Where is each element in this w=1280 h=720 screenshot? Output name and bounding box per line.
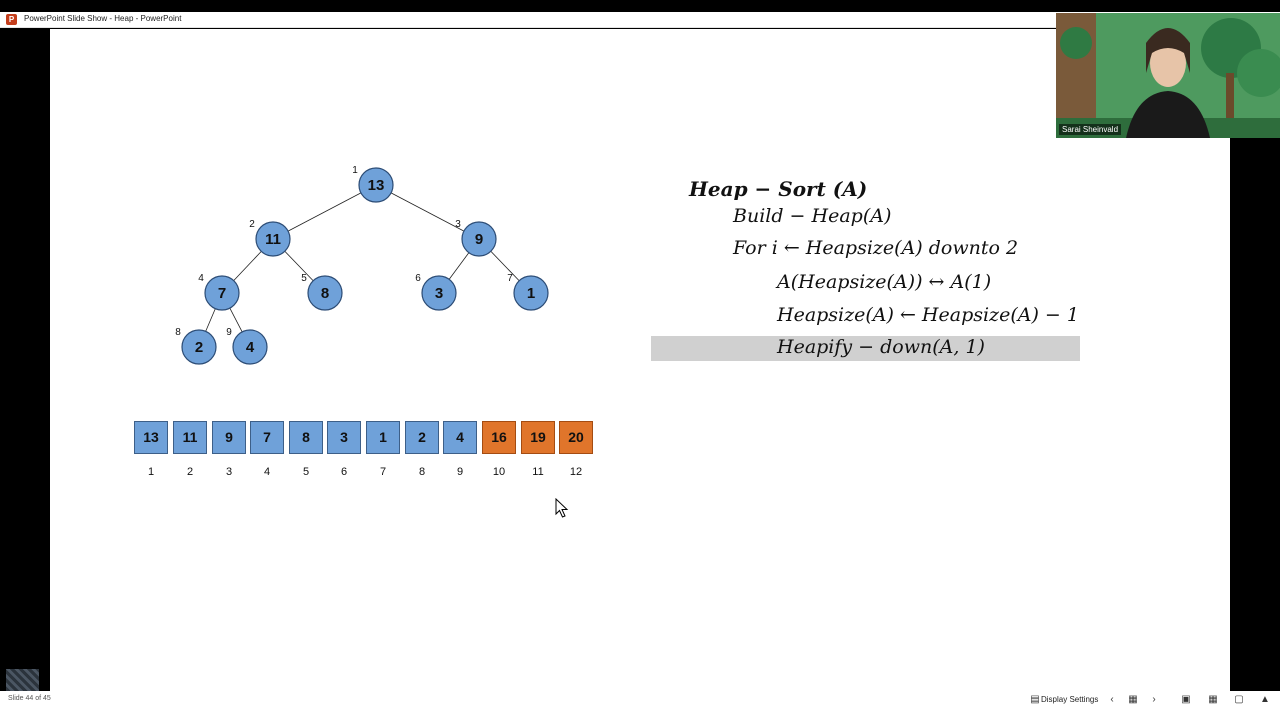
tree-node [181,329,217,365]
array-cell: 7 [250,421,284,454]
tree-edge [287,192,362,232]
tree-node-index: 3 [455,219,461,230]
array-index: 9 [456,466,464,478]
webcam-video: Sarai Sheinvald [1056,13,1280,138]
array-cell: 13 [134,421,168,454]
tree-node-index: 1 [352,165,358,176]
array-index: 10 [492,466,506,478]
tree-node [513,275,549,311]
previous-slide-icon[interactable]: ‹ [1110,694,1114,705]
array-index: 3 [225,466,233,478]
reading-view-icon[interactable]: ▢ [1234,694,1244,705]
normal-view-icon[interactable]: ▣ [1181,694,1191,705]
next-slide-icon[interactable]: › [1152,694,1156,705]
tree-node-value: 4 [246,339,255,356]
tree-edge [229,307,243,333]
array-cell: 1 [366,421,400,454]
array-index: 8 [418,466,426,478]
array-cell: 11 [173,421,207,454]
tree-node-value: 9 [475,231,483,248]
tree-node [358,167,394,203]
slide-sorter-icon[interactable]: ▦ [1128,694,1138,705]
array-index: 11 [532,466,544,478]
tree-edge [284,250,314,282]
powerpoint-icon: P [6,14,17,25]
tree-node [421,275,457,311]
array-index: 6 [340,466,348,478]
tree-node-index: 2 [249,219,255,230]
webcam-background [1056,13,1280,138]
current-line-highlight [651,336,1080,361]
tree-node [232,329,268,365]
array-cell: 2 [405,421,439,454]
tree-node-value: 7 [218,285,226,302]
slide-counter: Slide 44 of 45 [8,695,51,702]
tree-node-index: 7 [507,273,513,284]
slideshow-icon[interactable]: ▲ [1260,694,1270,705]
tree-node-index: 4 [198,273,204,284]
tree-node [461,221,497,257]
window-title: PowerPoint Slide Show - Heap - PowerPoin… [24,14,182,23]
tree-node-index: 6 [415,273,421,284]
array-cell-sorted: 20 [559,421,593,454]
display-settings-button[interactable]: Display Settings [1041,695,1099,704]
array-index: 4 [263,466,271,478]
tree-node-index: 9 [226,327,232,338]
algorithm-line: Heapsize(A) ← Heapsize(A) − 1 [777,304,1079,326]
algorithm-title: Heap − Sort (A) [689,177,868,201]
tree-edge [233,251,262,281]
algorithm-line: Heapify − down(A, 1) [777,336,985,358]
array-index: 1 [147,466,155,478]
participant-name: Sarai Sheinvald [1059,124,1122,135]
array-index: 5 [302,466,310,478]
grid-view-icon[interactable]: ▦ [1208,694,1218,705]
tree-node-index: 5 [301,273,307,284]
tree-edges [205,192,520,333]
array-cell-sorted: 19 [521,421,555,454]
array-cell: 3 [327,421,361,454]
tree-node-value: 1 [527,285,535,302]
array-cell: 8 [289,421,323,454]
tree-node-value: 3 [435,285,443,302]
array-cell: 9 [212,421,246,454]
tree-node-value: 2 [195,339,203,356]
array-cell: 4 [443,421,477,454]
array-cell-sorted: 16 [482,421,516,454]
array-index: 2 [186,466,194,478]
tree-node-index: 8 [175,327,181,338]
algorithm-line: Build − Heap(A) [733,205,892,227]
tree-node-value: 8 [321,285,329,302]
tree-edge [490,250,520,282]
window-titlebar: P PowerPoint Slide Show - Heap - PowerPo… [0,12,1280,28]
tree-node [255,221,291,257]
tree-edge [448,252,470,280]
algorithm-line: A(Heapsize(A)) ↔ A(1) [777,271,992,293]
display-settings-icon[interactable]: ▤ [1030,694,1040,705]
tree-node [307,275,343,311]
algorithm-line: For i ← Heapsize(A) downto 2 [733,237,1019,259]
mouse-pointer-icon [555,498,569,518]
tree-edge [205,308,216,332]
array-index: 12 [569,466,583,478]
array-index: 7 [379,466,387,478]
tree-edge [390,192,465,232]
tree-node-value: 11 [265,231,281,248]
tree-node-value: 13 [368,177,385,194]
slideshow-toolbar: Slide 44 of 45 ▤ Display Settings ‹ ▦ › … [0,691,1280,720]
tree-node [204,275,240,311]
